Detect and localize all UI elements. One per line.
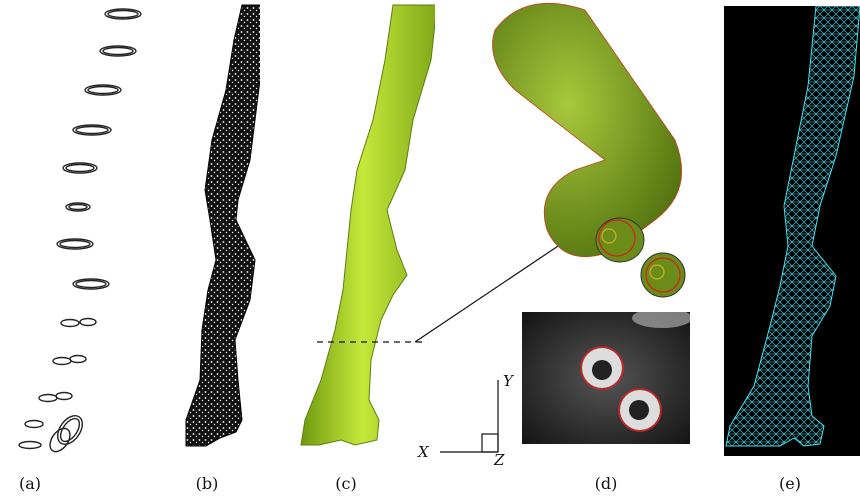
panel-d-ct-slice bbox=[522, 312, 690, 444]
caption-e: (e) bbox=[770, 474, 810, 493]
panel-b-point-cloud bbox=[150, 0, 260, 460]
caption-c: (c) bbox=[326, 474, 366, 493]
caption-a: (a) bbox=[10, 474, 50, 493]
panel-c-surface bbox=[295, 0, 435, 460]
caption-b: (b) bbox=[187, 474, 227, 493]
axis-z-label: Z bbox=[494, 451, 504, 469]
panel-e-wireframe bbox=[724, 6, 860, 456]
axis-y-label: Y bbox=[503, 372, 513, 390]
panel-d-3d-view bbox=[485, 0, 695, 300]
caption-d: (d) bbox=[586, 474, 626, 493]
axis-x-label: X bbox=[418, 443, 429, 461]
panel-a-contours bbox=[0, 0, 150, 470]
